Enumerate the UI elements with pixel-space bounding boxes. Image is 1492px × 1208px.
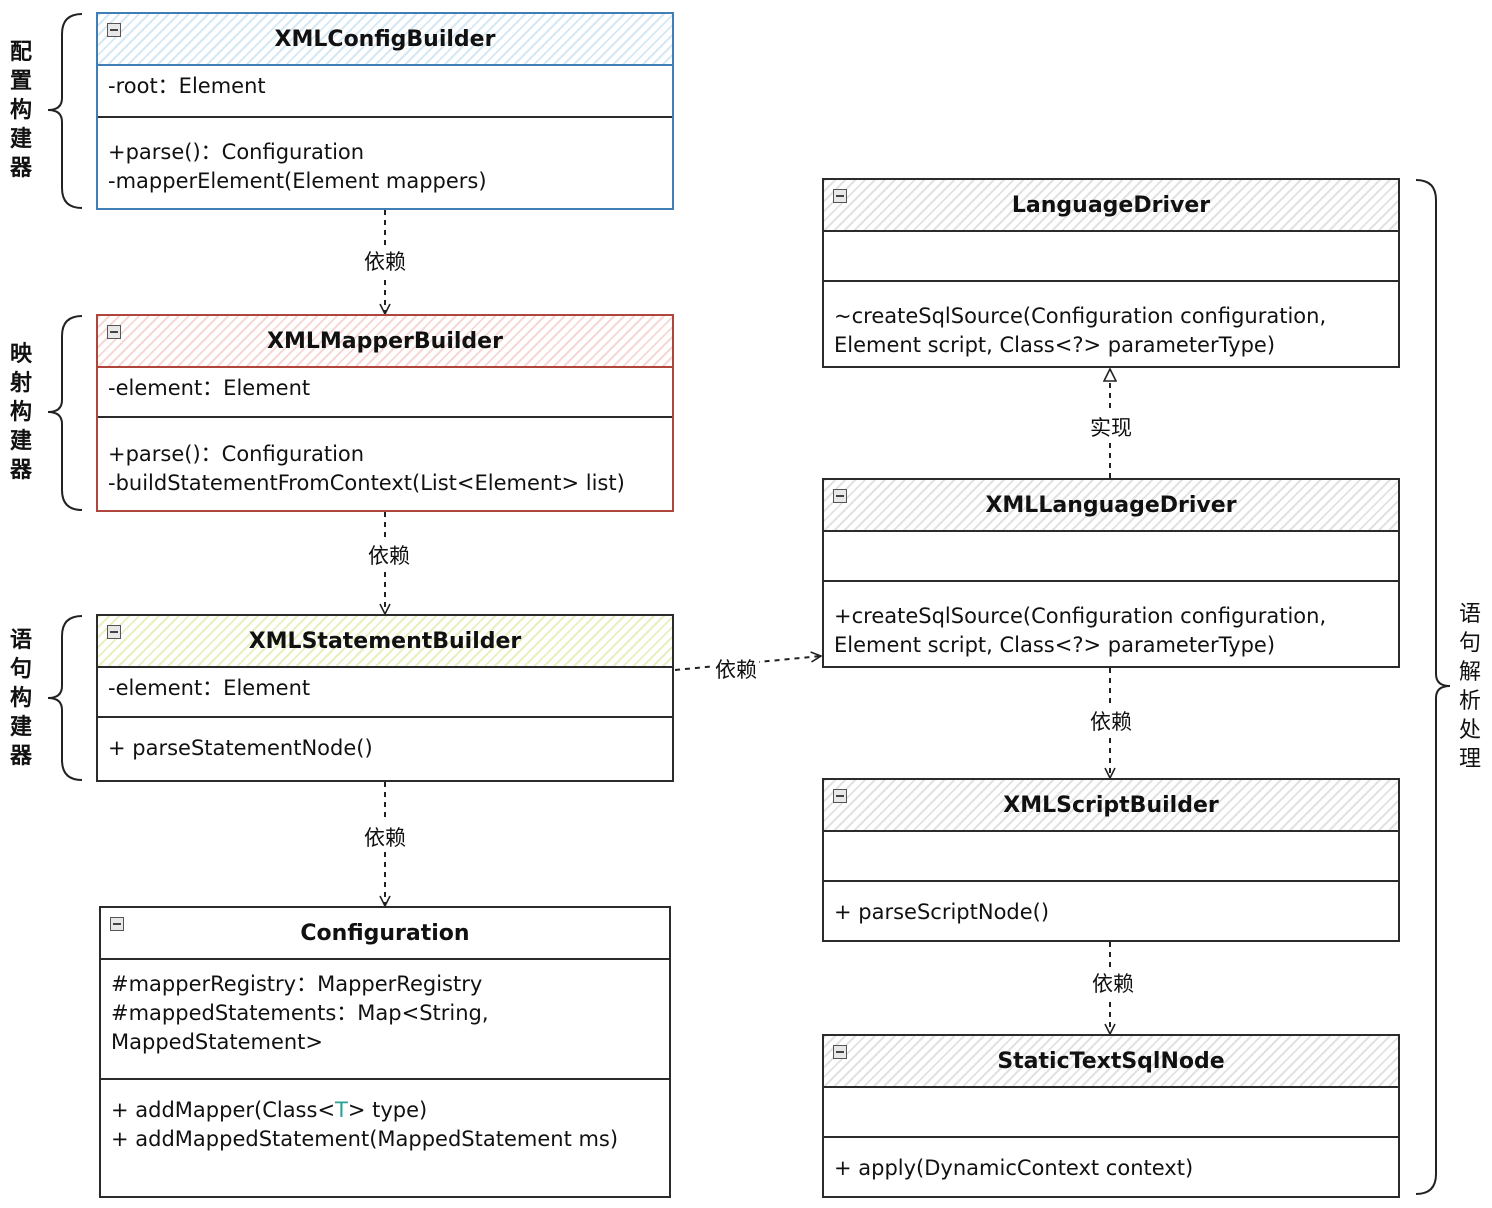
edge-label-implements: 实现 bbox=[1088, 412, 1134, 442]
attributes-section bbox=[824, 532, 1398, 582]
collapse-icon[interactable] bbox=[107, 325, 121, 339]
group-label-config: 配置构建器 bbox=[9, 40, 32, 181]
class-header: StaticTextSqlNode bbox=[824, 1036, 1398, 1088]
edge-label-depends: 依赖 bbox=[1090, 968, 1136, 998]
brace-mapper bbox=[47, 315, 83, 511]
edge-label-depends: 依赖 bbox=[362, 246, 408, 276]
methods-section: +createSqlSource(Configuration configura… bbox=[824, 582, 1398, 666]
class-xml-config-builder[interactable]: XMLConfigBuilder -root：Element +parse()：… bbox=[96, 12, 674, 210]
brace-statement bbox=[47, 615, 83, 781]
methods-section: + parseStatementNode() bbox=[98, 718, 672, 769]
method: + parseScriptNode() bbox=[834, 900, 1050, 924]
methods-section: ~createSqlSource(Configuration configura… bbox=[824, 282, 1398, 366]
class-xml-script-builder[interactable]: XMLScriptBuilder + parseScriptNode() bbox=[822, 778, 1400, 942]
class-header: XMLLanguageDriver bbox=[824, 480, 1398, 532]
attributes-section bbox=[824, 232, 1398, 282]
collapse-icon[interactable] bbox=[107, 23, 121, 37]
attribute: #mappedStatements：Map<String, bbox=[111, 1001, 489, 1025]
attribute: -element：Element bbox=[108, 676, 311, 700]
group-label-lang: 语句解析处理 bbox=[1458, 602, 1481, 772]
method: + apply(DynamicContext context) bbox=[834, 1156, 1194, 1180]
class-xml-language-driver[interactable]: XMLLanguageDriver +createSqlSource(Confi… bbox=[822, 478, 1400, 668]
method: Element script, Class<?> parameterType) bbox=[834, 633, 1276, 657]
class-name: XMLMapperBuilder bbox=[267, 328, 503, 354]
class-name: LanguageDriver bbox=[1011, 192, 1211, 218]
collapse-icon[interactable] bbox=[833, 1045, 847, 1059]
class-static-text-sql-node[interactable]: StaticTextSqlNode + apply(DynamicContext… bbox=[822, 1034, 1400, 1198]
attribute: #mapperRegistry：MapperRegistry bbox=[111, 972, 483, 996]
class-xml-statement-builder[interactable]: XMLStatementBuilder -element：Element + p… bbox=[96, 614, 674, 782]
collapse-icon[interactable] bbox=[107, 625, 121, 639]
attributes-section: -element：Element bbox=[98, 668, 672, 718]
methods-section: + addMapper(Class<T> type) + addMappedSt… bbox=[101, 1080, 669, 1160]
collapse-icon[interactable] bbox=[833, 789, 847, 803]
method-text: + addMapper(Class< bbox=[111, 1098, 336, 1122]
class-xml-mapper-builder[interactable]: XMLMapperBuilder -element：Element +parse… bbox=[96, 314, 674, 512]
class-name: XMLLanguageDriver bbox=[985, 492, 1237, 518]
class-header: XMLStatementBuilder bbox=[98, 616, 672, 668]
class-header: XMLConfigBuilder bbox=[98, 14, 672, 66]
methods-section: +parse()：Configuration -mapperElement(El… bbox=[98, 118, 672, 202]
class-name: Configuration bbox=[300, 920, 470, 946]
class-name: XMLStatementBuilder bbox=[248, 628, 522, 654]
method: -buildStatementFromContext(List<Element>… bbox=[108, 471, 625, 495]
attribute: -element：Element bbox=[108, 376, 311, 400]
method: + parseStatementNode() bbox=[108, 736, 373, 760]
class-header: XMLMapperBuilder bbox=[98, 316, 672, 368]
attributes-section: -element：Element bbox=[98, 368, 672, 418]
method: + addMappedStatement(MappedStatement ms) bbox=[111, 1127, 619, 1151]
group-label-mapper: 映射构建器 bbox=[9, 342, 32, 483]
group-label-statement: 语句构建器 bbox=[9, 628, 32, 769]
attributes-section: -root：Element bbox=[98, 66, 672, 118]
attributes-section bbox=[824, 832, 1398, 882]
class-language-driver[interactable]: LanguageDriver ~createSqlSource(Configur… bbox=[822, 178, 1400, 368]
method: ~createSqlSource(Configuration configura… bbox=[834, 304, 1327, 328]
edge-label-depends: 依赖 bbox=[713, 654, 759, 684]
class-name: StaticTextSqlNode bbox=[997, 1048, 1225, 1074]
edge-label-depends: 依赖 bbox=[362, 822, 408, 852]
method: Element script, Class<?> parameterType) bbox=[834, 333, 1276, 357]
method-text: > type) bbox=[347, 1098, 428, 1122]
method: + addMapper(Class<T> type) bbox=[111, 1096, 659, 1125]
attributes-section: #mapperRegistry：MapperRegistry #mappedSt… bbox=[101, 960, 669, 1080]
method: +parse()：Configuration bbox=[108, 140, 365, 164]
class-header: LanguageDriver bbox=[824, 180, 1398, 232]
attributes-section bbox=[824, 1088, 1398, 1138]
class-header: Configuration bbox=[101, 908, 669, 960]
method: +parse()：Configuration bbox=[108, 442, 365, 466]
class-header: XMLScriptBuilder bbox=[824, 780, 1398, 832]
methods-section: + parseScriptNode() bbox=[824, 882, 1398, 933]
attribute: MappedStatement> bbox=[111, 1030, 323, 1054]
method: +createSqlSource(Configuration configura… bbox=[834, 604, 1327, 628]
collapse-icon[interactable] bbox=[833, 489, 847, 503]
class-name: XMLScriptBuilder bbox=[1003, 792, 1219, 818]
methods-section: + apply(DynamicContext context) bbox=[824, 1138, 1398, 1189]
attribute: -root：Element bbox=[108, 74, 266, 98]
collapse-icon[interactable] bbox=[110, 917, 124, 931]
collapse-icon[interactable] bbox=[833, 189, 847, 203]
edge-label-depends: 依赖 bbox=[366, 540, 412, 570]
method: -mapperElement(Element mappers) bbox=[108, 169, 487, 193]
brace-lang bbox=[1415, 179, 1451, 1195]
methods-section: +parse()：Configuration -buildStatementFr… bbox=[98, 418, 672, 504]
brace-config bbox=[47, 13, 83, 209]
generic-type-param: T bbox=[335, 1098, 348, 1122]
class-configuration[interactable]: Configuration #mapperRegistry：MapperRegi… bbox=[99, 906, 671, 1198]
class-name: XMLConfigBuilder bbox=[274, 26, 496, 52]
edge-label-depends: 依赖 bbox=[1088, 706, 1134, 736]
